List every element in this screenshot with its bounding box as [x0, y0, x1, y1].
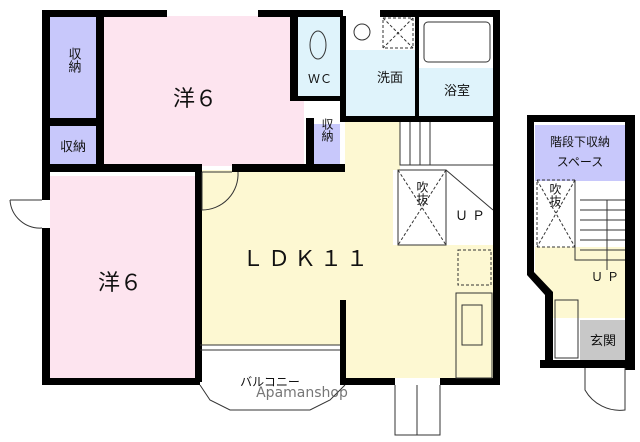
void-sub-label: 吹抜 [548, 183, 562, 208]
washroom-area [346, 50, 418, 116]
under-stairs-storage-label-1: 階段下収納 [550, 134, 610, 149]
bathtub-icon [423, 21, 491, 63]
fridge-space-icon [457, 249, 492, 286]
balcony-outline [199, 344, 346, 411]
storage-small-area [50, 126, 96, 164]
void-main-label: 吹抜 [415, 181, 429, 206]
wc-label: ＷＣ [308, 72, 332, 86]
ldk-label: ＬＤＫ１１ [242, 247, 372, 272]
storage-top-area [50, 16, 96, 118]
western-room-top-area [104, 16, 304, 166]
storage-small-label: 収納 [60, 140, 86, 155]
kitchen-counter [455, 292, 493, 379]
sink-icon [461, 304, 483, 346]
washbasin-icon [353, 23, 371, 41]
storage-top-label: 収納 [66, 47, 82, 74]
entrance-label: 玄関 [590, 334, 616, 349]
washing-machine-space-icon [382, 17, 414, 49]
stairs-sub-icon [574, 180, 625, 270]
stairs-up-main-label: ＵＰ [455, 209, 489, 224]
stairs-main-icon [399, 122, 494, 245]
storage-mid-area [314, 124, 340, 164]
western-room-top-label: 洋６ [173, 87, 217, 112]
storage-mid-label: 収納 [320, 118, 334, 142]
fixtures [9, 17, 626, 436]
western-room-bottom-label: 洋６ [98, 271, 142, 296]
walls [42, 10, 635, 385]
balcony-label: バルコニー [240, 375, 300, 389]
toilet-icon [309, 30, 327, 60]
shoe-cabinet [554, 299, 579, 359]
bathroom-area [418, 68, 493, 116]
door-double-bottom [394, 385, 441, 436]
door-swing-left [9, 199, 43, 229]
washroom-label: 洗面 [377, 71, 403, 86]
entrance-area [580, 320, 625, 360]
watermark: Apamanshop [256, 385, 348, 401]
western-room-bottom-area [50, 176, 195, 378]
door-swing-entrance [584, 368, 626, 411]
under-stairs-storage-label-2: スペース [557, 155, 604, 169]
bathroom-label: 浴室 [444, 83, 470, 99]
stairs-up-sub-label: ＵＰ [591, 270, 623, 284]
under-stairs-storage-area [535, 125, 625, 181]
wc-area [298, 16, 340, 96]
ldk-area [200, 122, 493, 378]
door-swing-ldk [201, 171, 239, 211]
